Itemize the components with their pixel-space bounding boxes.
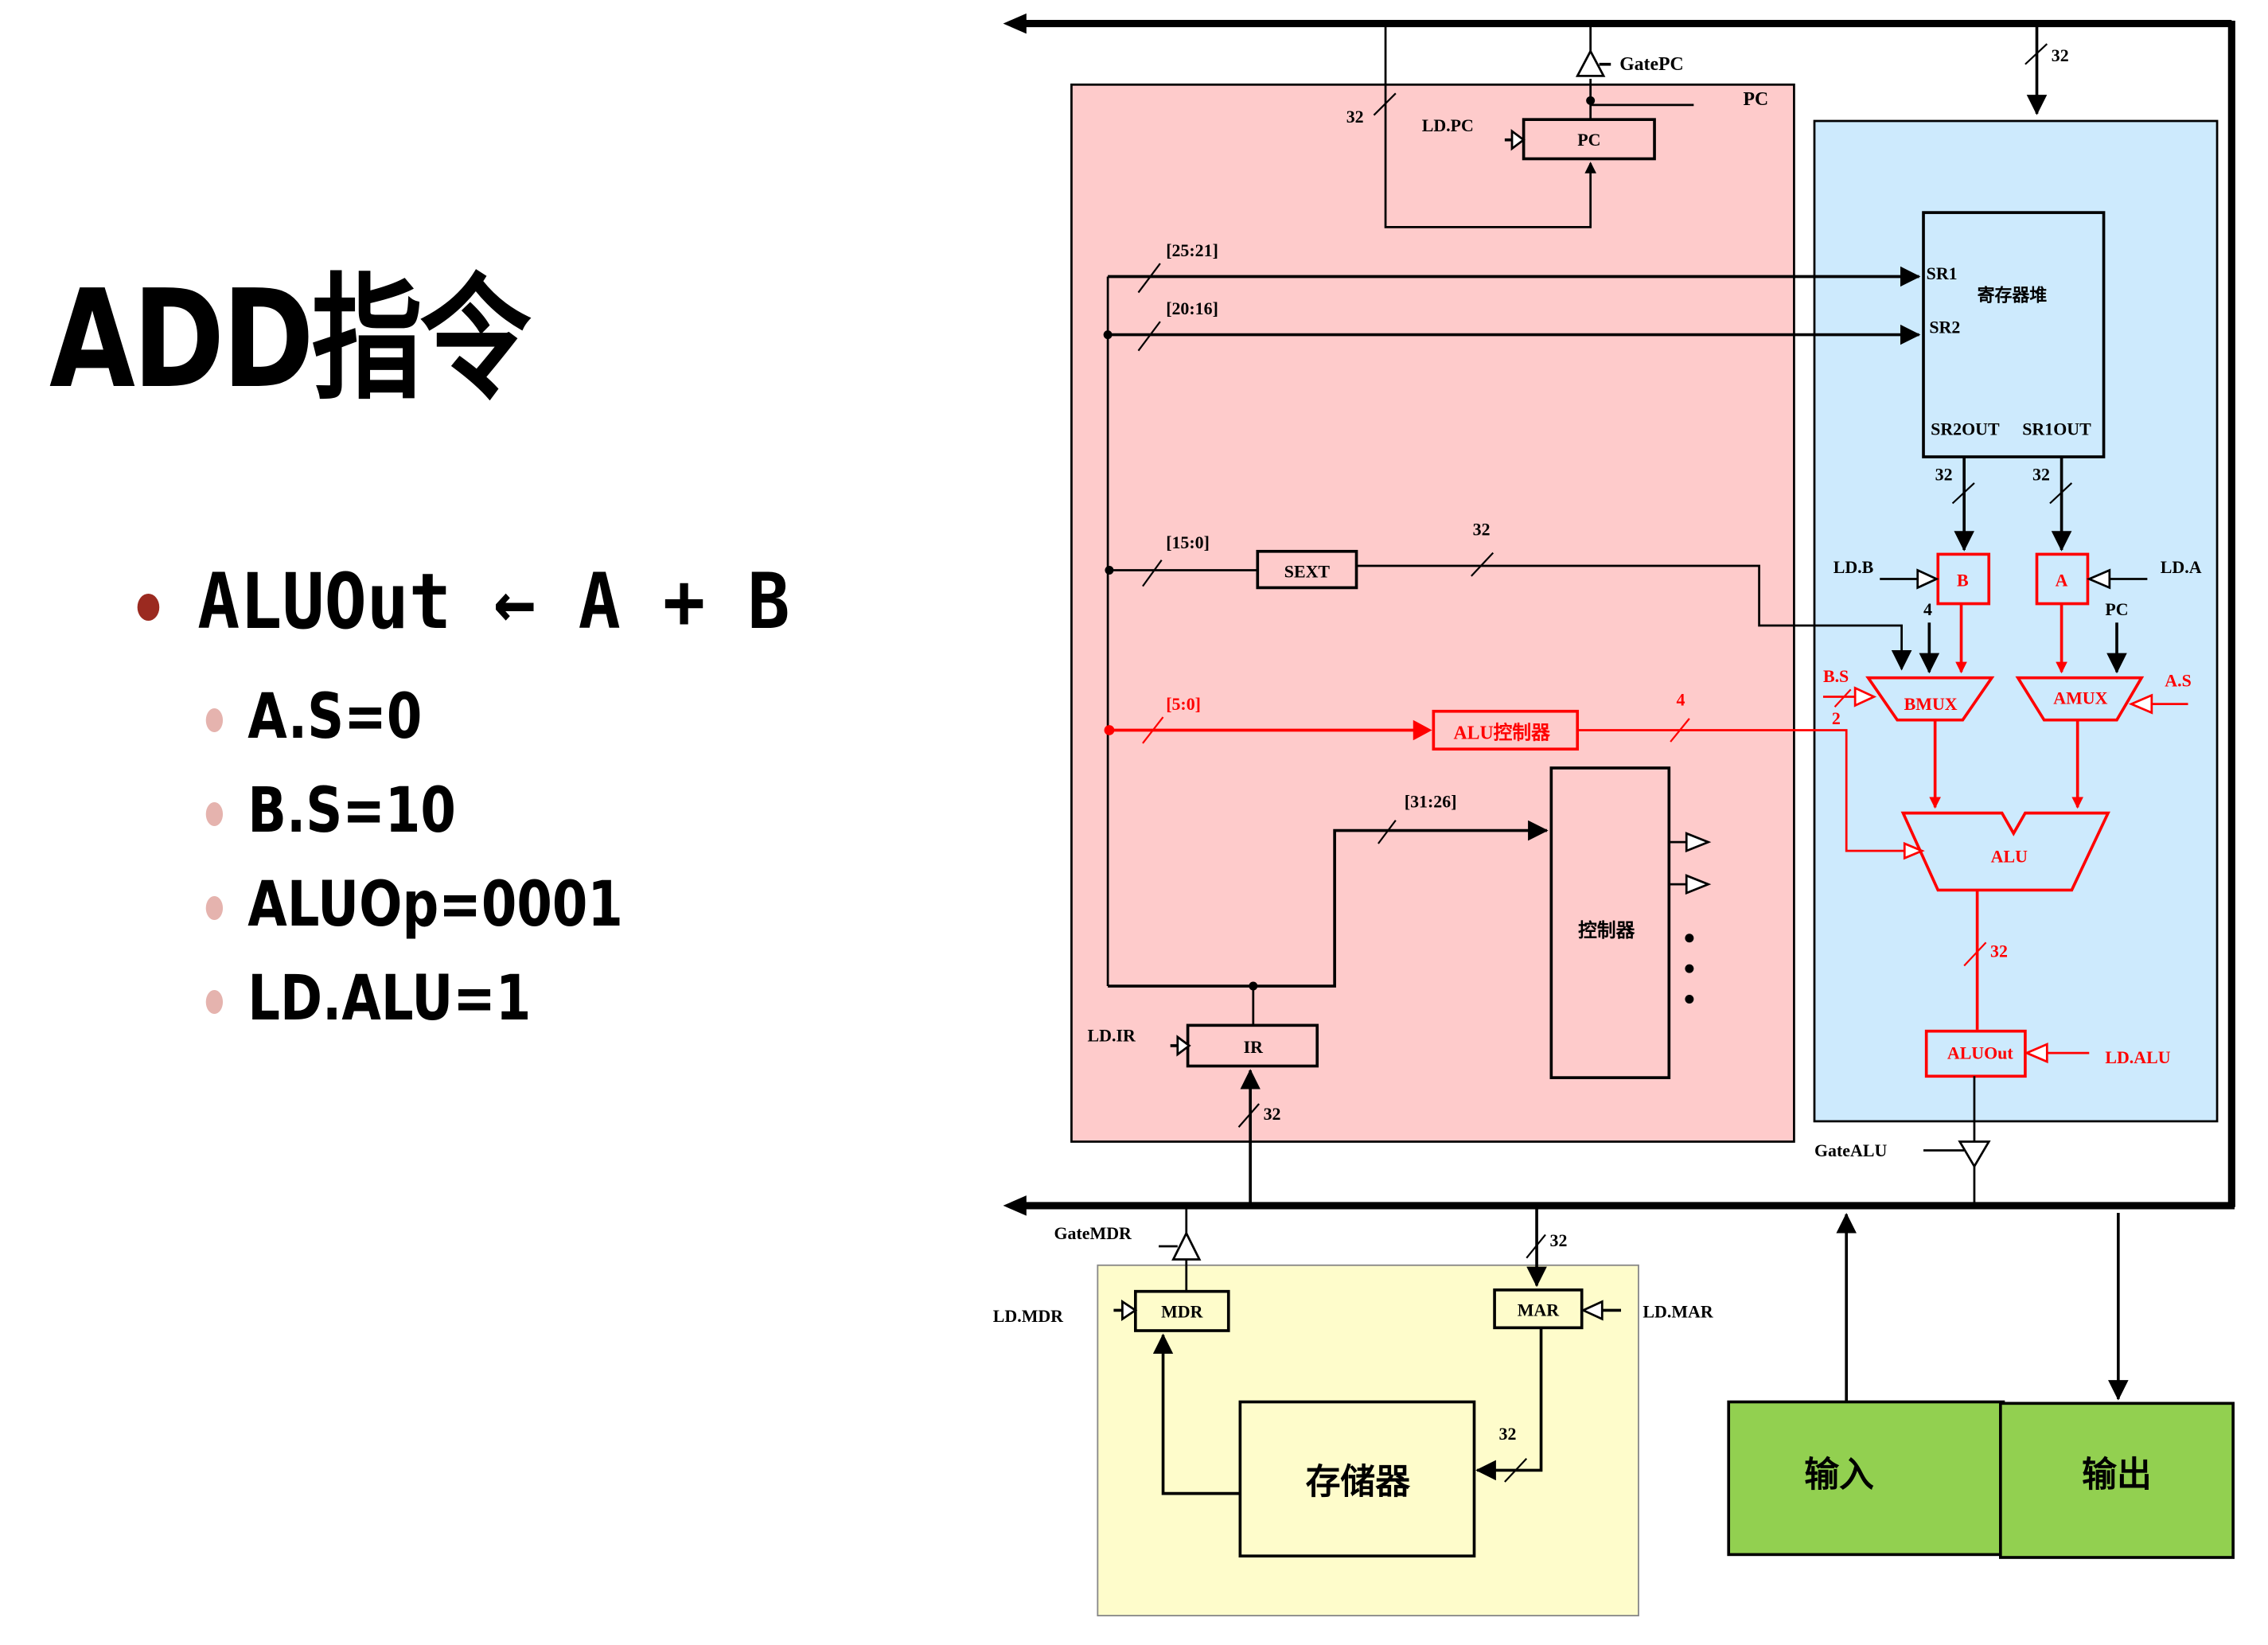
- sub-bullet: LD.ALU=1: [143, 960, 719, 1054]
- ir-field-15-0-label: [15:0]: [1166, 532, 1210, 552]
- amux: [2015, 676, 2145, 722]
- bs-label: B.S: [1823, 666, 1849, 686]
- slide-title: ADD指令: [49, 261, 531, 419]
- ir-width-label: 32: [1264, 1104, 1281, 1124]
- mar-width-label: 32: [1550, 1230, 1568, 1250]
- main-bullet: ALUOut ← A + B: [137, 557, 790, 646]
- gate-pc-label: GatePC: [1619, 54, 1683, 75]
- sext-unit: [1256, 549, 1358, 590]
- ld-ir-label: LD.IR: [1088, 1025, 1136, 1045]
- system-bus: [1003, 13, 2235, 1216]
- bullet-dot-icon: [137, 594, 160, 621]
- mem-width-label: 32: [1499, 1424, 1517, 1444]
- ir-field-25-21-label: [25:21]: [1166, 240, 1218, 260]
- register-file: 32 SR1 寄存器堆 SR2 SR2OUT SR1OUT: [1922, 25, 2106, 458]
- ld-pc-label: LD.PC: [1422, 115, 1474, 135]
- bs-width-label: 2: [1832, 708, 1841, 728]
- as-label: A.S: [2165, 671, 2191, 691]
- sr1out-width-label: 32: [2032, 464, 2050, 484]
- alu-label: ALU: [1991, 847, 2028, 867]
- ir-fields: [25:21] [20:16] [15:0] SEXT 32 [5:0] ALU…: [1103, 240, 1925, 1026]
- register-b-label: B: [1957, 571, 1969, 591]
- sr2-label: SR2: [1929, 318, 1960, 337]
- controller: 控制器: [1549, 766, 1712, 1079]
- mar-label: MAR: [1518, 1300, 1560, 1320]
- alu: ALU 32 ALUOut LD.ALU GateALU: [1814, 811, 2171, 1206]
- input-label: 输入: [1804, 1455, 1874, 1494]
- memory-label: 存储器: [1306, 1463, 1412, 1502]
- control-signal-icon: [1685, 832, 1712, 853]
- sub-bullet-text: LD.ALU=1: [247, 963, 532, 1035]
- ir-register: IR LD.IR 32: [1088, 1023, 1319, 1206]
- sr2out-width-label: 32: [1935, 464, 1953, 484]
- pc-register-label: PC: [1577, 130, 1600, 150]
- ld-a-label: LD.A: [2161, 557, 2202, 577]
- output-label: 输出: [2082, 1455, 2152, 1494]
- muxes: BMUX AMUX B.S 2 A.S: [1823, 666, 2192, 809]
- memory-section: GateMDR MDR LD.MDR 32 MAR LD.MAR 存储器 32: [993, 1205, 1714, 1558]
- alu-ctrl-width-label: 4: [1676, 689, 1685, 709]
- controller-label: 控制器: [1578, 919, 1635, 941]
- sub-bullet: A.S=0: [143, 678, 719, 772]
- ab-registers: 32 32 B A LD.B LD.A 4 PC: [1833, 457, 2202, 674]
- sub-bullet: ALUOp=0001: [143, 866, 719, 960]
- sub-bullet-dot-icon: [205, 802, 224, 826]
- main-bullet-text: ALUOut ← A + B: [197, 557, 790, 646]
- ld-mar-label: LD.MAR: [1643, 1302, 1713, 1322]
- gate-mdr-label: GateMDR: [1054, 1223, 1133, 1243]
- alu-width-label: 32: [1990, 941, 2008, 961]
- aluout-label: ALUOut: [1947, 1043, 2013, 1062]
- memory-block: [1238, 1400, 1476, 1558]
- register-a-label: A: [2056, 571, 2068, 591]
- amux-label: AMUX: [2053, 688, 2107, 708]
- ir-field-20-16-label: [20:16]: [1166, 298, 1218, 318]
- sub-bullet-dot-icon: [205, 896, 224, 920]
- bmux-const-label: 4: [1923, 599, 1932, 619]
- pc-section: 32 GatePC PC PC LD.PC: [1346, 25, 1768, 228]
- gate-pc-buffer-icon: [1575, 49, 1606, 77]
- pc-width-label: 32: [1346, 107, 1364, 127]
- datapath-region: [1813, 119, 2219, 1123]
- sext-width-label: 32: [1473, 520, 1491, 540]
- input-device: [1727, 1400, 2005, 1557]
- sub-bullet-dot-icon: [205, 990, 224, 1014]
- regfile-in-width-label: 32: [2052, 45, 2069, 65]
- regfile-label: 寄存器堆: [1978, 286, 2048, 306]
- ld-mdr-label: LD.MDR: [993, 1306, 1064, 1326]
- sub-bullet-dot-icon: [205, 708, 224, 732]
- pc-out-label: PC: [1743, 89, 1768, 110]
- ir-field-5-0-label: [5:0]: [1166, 694, 1201, 714]
- amux-pc-label: PC: [2105, 599, 2128, 619]
- ld-alu-label: LD.ALU: [2105, 1047, 2170, 1067]
- sext-label: SEXT: [1284, 562, 1331, 582]
- ld-b-label: LD.B: [1833, 557, 1874, 577]
- ir-field-31-26-label: [31:26]: [1405, 791, 1457, 811]
- bmux-label: BMUX: [1904, 694, 1958, 714]
- output-device: [1999, 1401, 2235, 1559]
- bmux: [1865, 676, 1995, 722]
- control-signal-icon: [1685, 874, 1712, 895]
- sub-bullet-text: ALUOp=0001: [247, 869, 623, 941]
- sr1out-label: SR1OUT: [2022, 419, 2091, 439]
- bullet-list: ALUOut ← A + B A.S=0 B.S=10 ALUOp=0001 L…: [137, 557, 846, 1054]
- alu-controller-label: ALU控制器: [1454, 721, 1551, 743]
- sr1-label: SR1: [1927, 263, 1958, 283]
- sub-bullet: B.S=10: [143, 772, 719, 866]
- io-section: 输入 输出: [1727, 1213, 2235, 1559]
- ir-label: IR: [1244, 1037, 1265, 1057]
- sr2out-label: SR2OUT: [1931, 419, 2000, 439]
- gate-alu-buffer-icon: [1958, 1140, 1991, 1169]
- sub-bullet-text: B.S=10: [247, 775, 456, 847]
- control-unit-region: [1070, 83, 1795, 1143]
- gate-alu-label: GateALU: [1814, 1140, 1887, 1160]
- aluout-register: [1924, 1029, 2027, 1078]
- mar-register: [1493, 1288, 1584, 1330]
- sub-bullet-text: A.S=0: [247, 681, 423, 753]
- mdr-label: MDR: [1161, 1302, 1203, 1322]
